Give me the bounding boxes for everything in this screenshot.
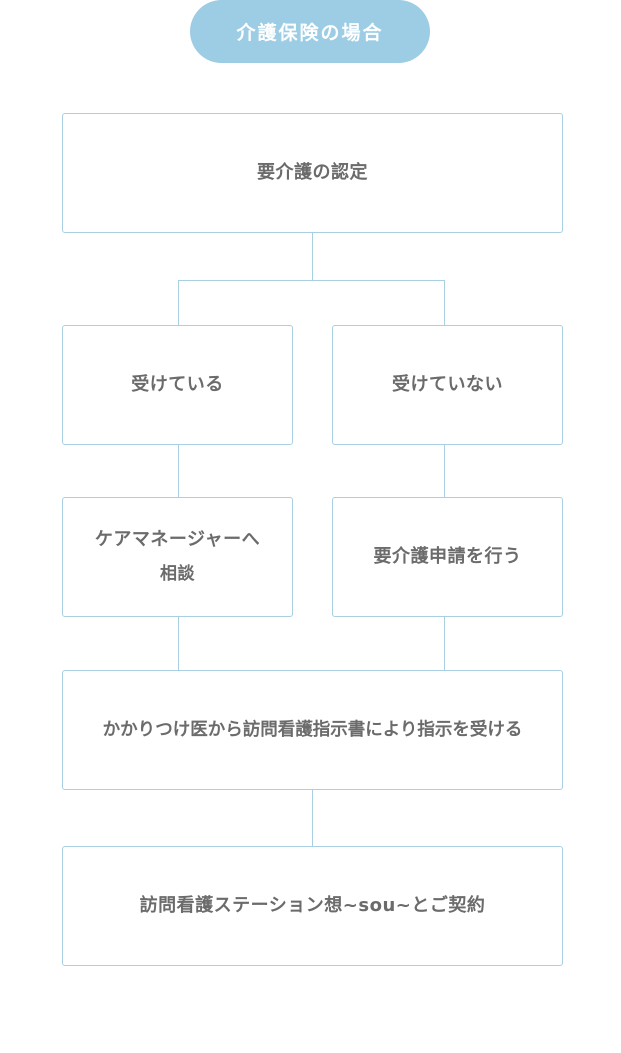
connector-line	[312, 233, 313, 281]
step-consult-text: ケアマネージャーへ 相談	[95, 523, 260, 591]
step-instruction-label: かかりつけ医から訪問看護指示書により指示を受ける	[102, 720, 523, 740]
step-consult-line2: 相談	[160, 564, 195, 584]
connector-line	[444, 280, 445, 325]
step-contract: 訪問看護ステーション想~sou~とご契約	[62, 846, 563, 966]
step-apply-certification: 要介護申請を行う	[332, 497, 563, 617]
step-contract-label: 訪問看護ステーション想~sou~とご契約	[139, 895, 486, 916]
connector-line	[178, 280, 179, 325]
step-doctor-instruction: かかりつけ医から訪問看護指示書により指示を受ける	[62, 670, 563, 790]
step-certification: 要介護の認定	[62, 113, 563, 233]
connector-line	[444, 445, 445, 497]
step-not-received-label: 受けていない	[392, 374, 503, 395]
step-apply-label: 要介護申請を行う	[373, 546, 522, 567]
connector-line	[178, 445, 179, 497]
section-title-badge: 介護保険の場合	[190, 0, 430, 63]
step-not-received: 受けていない	[332, 325, 563, 445]
step-certification-label: 要介護の認定	[257, 162, 368, 183]
connector-line	[178, 617, 179, 670]
connector-line	[444, 617, 445, 670]
step-consult-care-manager: ケアマネージャーへ 相談	[62, 497, 293, 617]
step-received-label: 受けている	[131, 374, 224, 395]
section-title: 介護保険の場合	[236, 22, 384, 44]
step-received: 受けている	[62, 325, 293, 445]
step-consult-line1: ケアマネージャーへ	[94, 529, 261, 550]
connector-line	[178, 280, 445, 281]
connector-line	[312, 790, 313, 846]
